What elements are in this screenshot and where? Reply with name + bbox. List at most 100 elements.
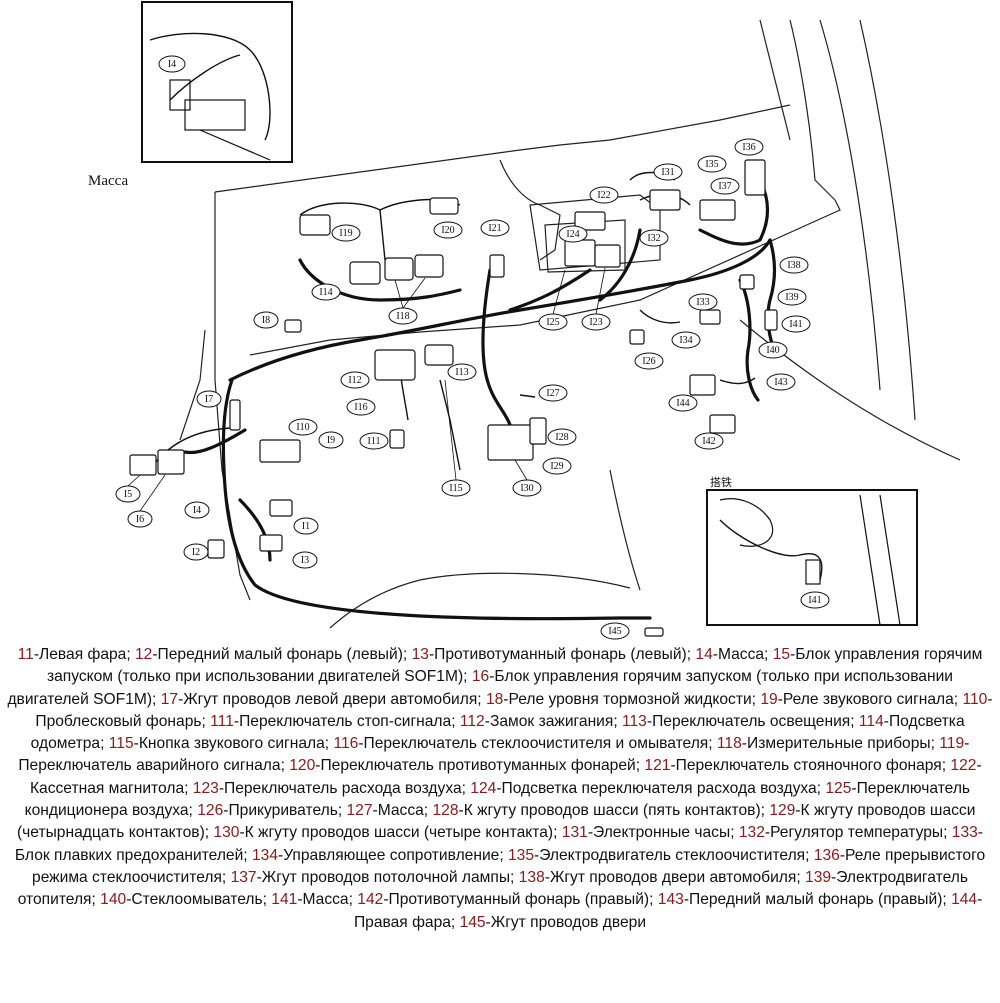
legend-item-number: 14 [695,646,713,663]
legend-item-number: 125 [825,779,852,797]
svg-text:I19: I19 [339,228,352,239]
legend-item: 112-Замок зажигания; [460,713,622,730]
label-I6: I6 [127,510,153,528]
legend-item-number: 116 [333,735,359,753]
legend-item: 121-Переключатель стояночного фонаря; [644,757,950,774]
legend-item: 15-Блок управления горячим запуском (тол… [47,646,982,685]
legend-item-number: 119 [939,735,965,753]
svg-text:I38: I38 [787,260,800,271]
legend-item-text: -Жгут проводов двери автомобиля; [544,868,806,886]
svg-text:I43: I43 [774,377,787,388]
legend-item-number: 139 [805,868,832,886]
inset-frame-mass [141,1,293,163]
legend-item-number: 13 [411,646,429,663]
legend-item-number: 144 [951,891,978,909]
legend-item-text: -Измерительные приборы; [741,735,940,753]
label-I23: I23 [581,313,611,331]
legend-item-number: 12 [135,646,153,663]
label-I30: I30 [512,479,542,497]
legend-item: 145-Жгут проводов двери [460,914,646,931]
label-I36: I36 [734,138,764,156]
label-I13: I13 [447,363,477,381]
legend-item-number: 121 [644,757,671,775]
svg-text:I26: I26 [642,356,655,367]
legend-item-text: -Блок управления горячим запуском (тольк… [7,668,954,708]
svg-text:I35: I35 [705,159,718,170]
inset-ground-drawing [719,494,901,626]
legend-item-number: 113 [622,712,647,730]
svg-text:I45: I45 [608,626,621,637]
legend-item-text: -Электродвигатель отопителя; [17,868,968,909]
legend-item-text: -Масса; [372,802,433,820]
legend-item-number: 115 [108,735,134,753]
label-I20: I20 [433,221,463,239]
legend-item-number: 137 [230,868,257,886]
svg-text:I40: I40 [766,345,779,356]
legend-item: 140-Стеклоомыватель; [100,891,271,908]
legend-item-number: 11 [17,646,34,663]
legend-item: 124-Подсветка переключателя расхода возд… [470,780,825,797]
legend-item-number: 114 [858,712,884,730]
legend-item-text: -Противотуманный фонарь (правый); [383,891,658,909]
legend-item: 114-Подсветка одометра; [31,713,965,752]
legend-item: 136-Реле прерывистого режима стеклоочист… [32,847,985,886]
connector-blocks [129,159,778,637]
label-I26: I26 [634,352,664,370]
legend-item-text: -Кнопка звукового сигнала; [133,735,334,753]
svg-text:I9: I9 [327,435,335,446]
legend-item-text: -Реле звукового сигнала; [777,690,963,708]
label-I45: I45 [600,622,630,640]
svg-text:I21: I21 [488,223,501,234]
svg-text:I34: I34 [679,335,692,346]
label-I11: I11 [359,432,389,450]
component-legend: 11-Левая фара; 12-Передний малый фонарь … [6,644,994,934]
svg-text:I3: I3 [301,555,309,566]
legend-item-text: -Левая фара; [33,646,135,663]
legend-item: 127-Масса; [346,802,432,819]
legend-item: 130-К жгуту проводов шасси (четыре конта… [213,824,561,841]
label-I32: I32 [639,229,669,247]
inset-mass-drawing [169,79,271,161]
wiring-harness [183,178,778,621]
legend-item-text: -Переключатель аварийного сигнала; [18,735,970,775]
legend-item-text: -К жгуту проводов шасси (пять контактов)… [458,802,770,820]
svg-text:I6: I6 [136,514,144,525]
legend-item-number: 15 [772,646,791,663]
label-I14: I14 [311,283,341,301]
legend-item-number: 143 [657,891,684,909]
label-I1: I1 [293,517,319,535]
legend-item: 11-Левая фара; [18,646,135,663]
legend-item: 18-Реле уровня тормозной жидкости; [486,691,760,708]
legend-item-text: -Регулятор температуры; [764,824,952,842]
label-I8: I8 [253,311,279,329]
label-I44: I44 [668,394,698,412]
label-I28: I28 [547,428,577,446]
label-I38: I38 [779,256,809,274]
label-I16: I16 [346,398,376,416]
legend-item-text: -К жгуту проводов шасси (четыре контакта… [239,824,562,842]
svg-text:I29: I29 [550,461,563,472]
legend-item: 116-Переключатель стеклоочистителя и омы… [333,735,716,752]
legend-item: 141-Масса; [271,891,357,908]
legend-item-text: -Переключатель стояночного фонаря; [670,757,951,775]
legend-item-text: -Замок зажигания; [484,712,622,730]
leader-lines [127,267,606,512]
svg-text:I1: I1 [302,521,310,532]
inset-frame-ground [706,489,918,626]
svg-text:I13: I13 [455,367,468,378]
legend-item-text: -Масса; [297,891,358,909]
svg-text:I2: I2 [192,547,200,558]
svg-text:I18: I18 [396,311,409,322]
legend-item-text: -Управляющее сопротивление; [278,846,508,864]
legend-item-number: 124 [470,779,497,797]
legend-item-number: 128 [432,802,459,820]
legend-item: 143-Передний малый фонарь (правый); [658,891,951,908]
legend-item-text: -Электродвигатель стеклоочистителя; [534,846,814,864]
legend-item-number: 17 [160,690,179,708]
legend-item: 19-Реле звукового сигнала; [760,691,962,708]
legend-item-text: -Реле прерывистого режима стеклоочистите… [32,846,986,886]
legend-item-number: 131 [561,824,588,842]
svg-text:I37: I37 [718,181,731,192]
mass-inset-caption: Масса [88,173,129,189]
legend-item-number: 110 [962,690,988,708]
